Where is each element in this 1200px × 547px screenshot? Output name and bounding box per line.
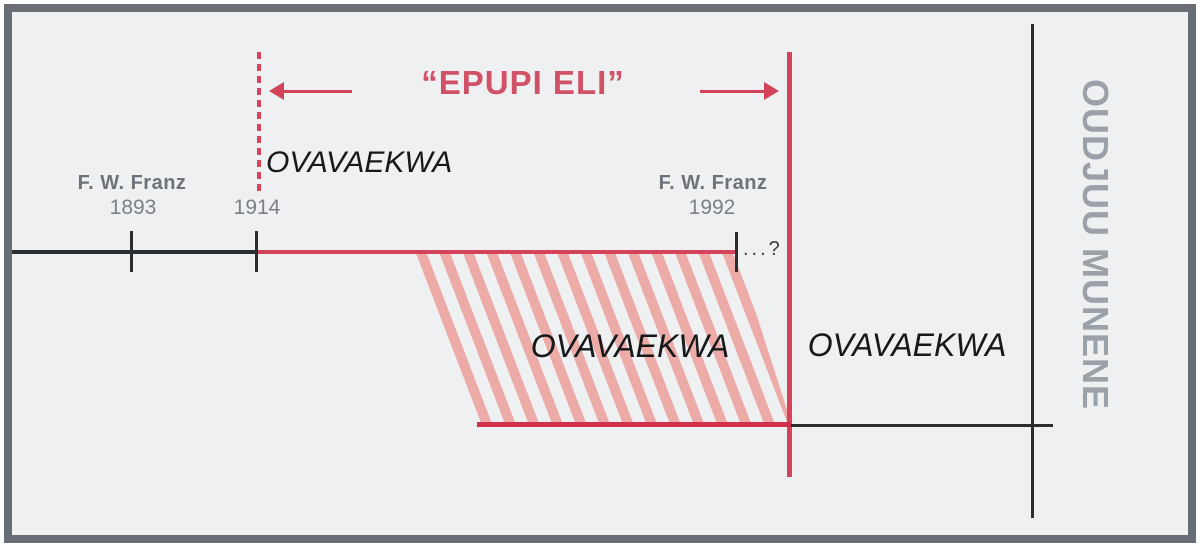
overlap-bottom-red-line bbox=[477, 422, 791, 427]
arrow-right-icon bbox=[764, 82, 779, 100]
event-name-franz-death: F. W. Franz bbox=[658, 172, 768, 194]
event-year-1914: 1914 bbox=[233, 196, 281, 219]
side-label-vertical: OUDJUU MUNENE bbox=[1075, 78, 1116, 411]
tribulation-black-line bbox=[1031, 24, 1034, 518]
era-end-red-line bbox=[787, 52, 792, 477]
tick-1893 bbox=[130, 231, 133, 272]
era-title: “EPUPI ELI” bbox=[421, 64, 625, 101]
arrow-left-shaft bbox=[283, 90, 352, 93]
tick-1914 bbox=[255, 231, 258, 272]
event-name-franz-birth: F. W. Franz bbox=[77, 172, 187, 194]
tick-1992 bbox=[735, 232, 738, 272]
generation-label-overlap: OVAVAEKWA bbox=[530, 328, 730, 364]
event-year-1893: 1893 bbox=[109, 196, 157, 219]
timeline-segment-red bbox=[257, 250, 737, 254]
event-year-1992: 1992 bbox=[688, 196, 736, 219]
dashed-1914-marker-line bbox=[257, 52, 261, 193]
generation-label-upper: OVAVAEKWA bbox=[266, 146, 453, 179]
current-generation-line bbox=[791, 424, 1053, 427]
timeline-segment-black bbox=[12, 250, 257, 254]
arrow-right-shaft bbox=[700, 90, 765, 93]
generation-label-current: OVAVAEKWA bbox=[807, 327, 1007, 363]
arrow-left-icon bbox=[269, 82, 284, 100]
timeline-continuation-dots: ...? bbox=[743, 238, 783, 260]
overlap-hatch-region bbox=[410, 254, 791, 422]
